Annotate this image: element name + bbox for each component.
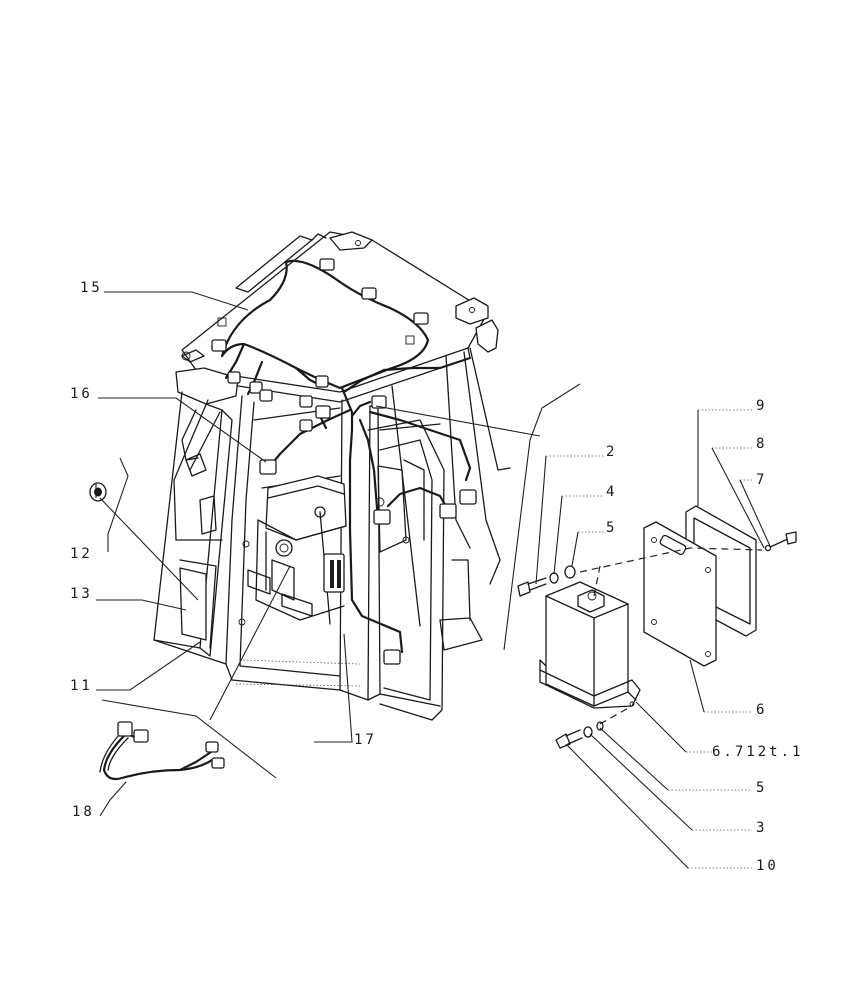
leader-2b xyxy=(535,455,547,585)
roof-wiring-harness xyxy=(181,258,477,665)
callout-13: 13 xyxy=(70,586,93,602)
leader-5b xyxy=(571,531,579,567)
leader-console xyxy=(209,565,291,721)
leader-3b xyxy=(589,733,693,831)
callout-11: 11 xyxy=(70,678,93,694)
washer-12 xyxy=(89,482,107,502)
callout-5-upper: 5 xyxy=(606,520,617,536)
callout-15: 15 xyxy=(80,280,103,296)
separate-harness-18 xyxy=(99,721,225,781)
leader-6712b xyxy=(635,701,687,753)
callout-6: 6 xyxy=(756,702,767,718)
auxiliary-lines xyxy=(101,383,581,779)
connector-plugs xyxy=(211,258,477,665)
callout-labels: 15 16 12 13 11 18 17 2 4 5 9 8 7 6 6.712… xyxy=(70,280,803,874)
callout-4: 4 xyxy=(606,484,617,500)
leader-16 xyxy=(98,397,267,463)
callout-9: 9 xyxy=(756,398,767,414)
callout-3: 3 xyxy=(756,820,767,836)
callout-6-712: 6.712t.1 xyxy=(712,744,803,760)
callout-17: 17 xyxy=(354,732,377,748)
callout-18: 18 xyxy=(72,804,95,820)
callout-10: 10 xyxy=(756,858,779,874)
leader-lines xyxy=(95,291,771,869)
leader-18 xyxy=(99,781,127,817)
callout-7: 7 xyxy=(756,472,767,488)
leader-6b xyxy=(689,659,705,713)
cab-frame xyxy=(153,231,511,721)
leader-11 xyxy=(96,641,201,691)
leader-17 xyxy=(314,633,353,743)
leader-12 xyxy=(95,484,199,601)
callout-8: 8 xyxy=(756,436,767,452)
leader-10b xyxy=(565,743,689,869)
leader-4b xyxy=(553,495,563,575)
leader-7b xyxy=(739,479,771,547)
leader-8b xyxy=(711,447,765,549)
callout-12: 12 xyxy=(70,546,93,562)
callout-16: 16 xyxy=(70,386,93,402)
leader-5-lowerb xyxy=(599,727,669,791)
callout-2: 2 xyxy=(606,444,617,460)
callout-5-lower: 5 xyxy=(756,780,767,796)
leader-14-line xyxy=(375,405,541,437)
control-box-assembly xyxy=(517,505,797,749)
leader-15 xyxy=(104,291,249,311)
leader-13 xyxy=(96,599,187,611)
